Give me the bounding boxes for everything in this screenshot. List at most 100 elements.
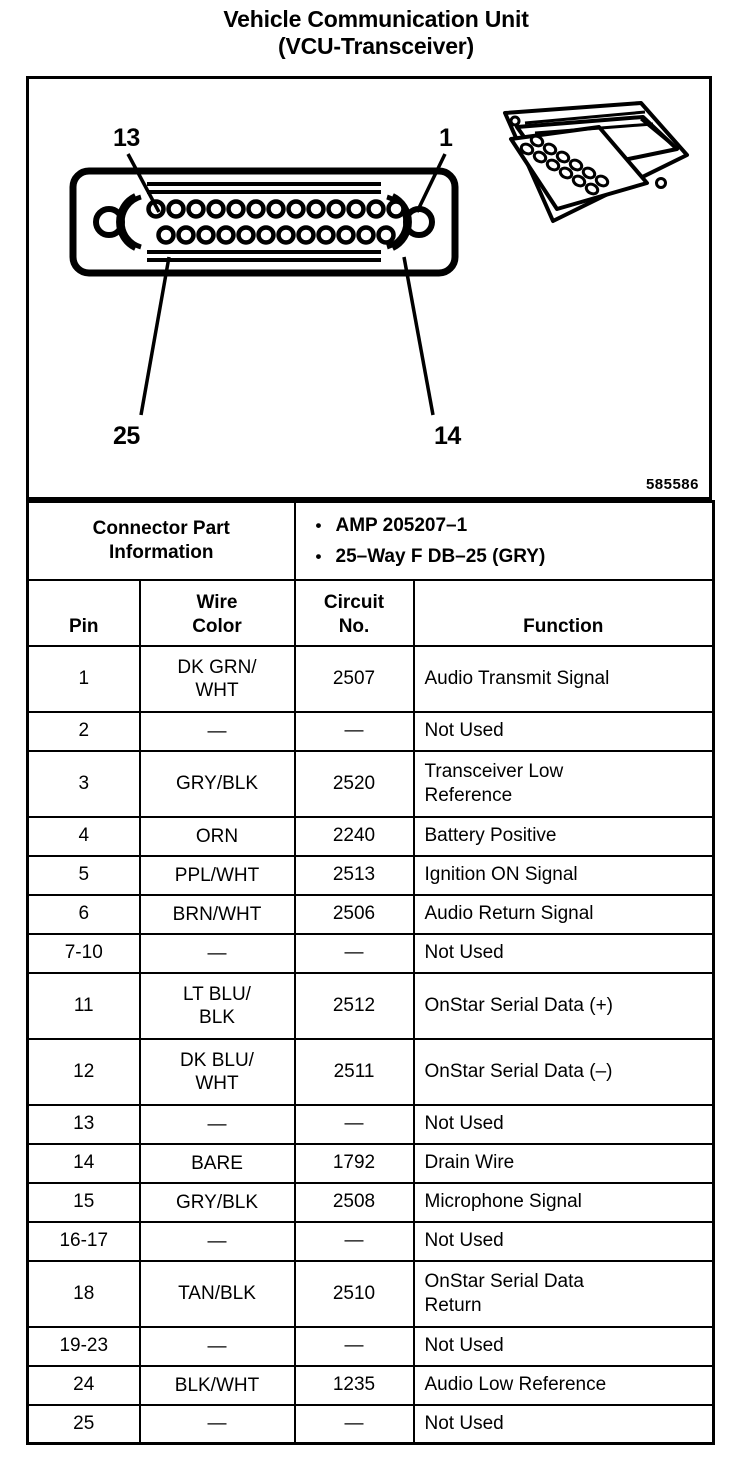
cell-function: Drain Wire — [412, 1142, 715, 1184]
connector-part-information-label: Connector Part Information — [26, 500, 296, 581]
connector-part-bullet-0: AMP 205207–1 — [316, 510, 707, 541]
connector-part-bullet-list: AMP 205207–1 25–Way F DB–25 (GRY) — [314, 510, 707, 572]
cell-function: Battery Positive — [412, 815, 715, 857]
table-row: 16-17——Not Used — [26, 1220, 715, 1262]
cell-circuit-no: 2507 — [293, 644, 415, 713]
cell-pin: 6 — [26, 893, 141, 935]
cell-function: Not Used — [412, 932, 715, 974]
cell-function: OnStar Serial Data (–) — [412, 1037, 715, 1106]
pin-callout-1: 1 — [439, 124, 453, 152]
table-row: 19-23——Not Used — [26, 1325, 715, 1367]
column-header-circuit-no-line-1: Circuit — [323, 591, 385, 613]
cell-circuit-no: 2511 — [293, 1037, 415, 1106]
connector-figure-panel: 13 1 25 14 585586 — [26, 76, 712, 500]
cell-wire-color: GRY/BLK — [138, 749, 296, 818]
cell-pin: 14 — [26, 1142, 141, 1184]
cell-pin: 18 — [26, 1259, 141, 1328]
cell-pin: 13 — [26, 1103, 141, 1145]
column-header-wire-color-line-2: Color — [192, 615, 242, 637]
column-header-circuit-no: Circuit No. — [293, 578, 415, 647]
cell-circuit-no: — — [293, 1103, 415, 1145]
cell-wire-color: DK GRN/WHT — [138, 644, 296, 713]
cell-circuit-no: — — [293, 1220, 415, 1262]
cell-wire-color: DK BLU/WHT — [138, 1037, 296, 1106]
cell-function: Audio Low Reference — [412, 1364, 715, 1406]
cell-pin: 1 — [26, 644, 141, 713]
cell-function: Not Used — [412, 1220, 715, 1262]
cell-function: Microphone Signal — [412, 1181, 715, 1223]
cell-pin: 7-10 — [26, 932, 141, 974]
table-row: 2——Not Used — [26, 710, 715, 752]
cell-circuit-no: — — [293, 1325, 415, 1367]
cell-circuit-no: 1792 — [293, 1142, 415, 1184]
cell-wire-color: BLK/WHT — [138, 1364, 296, 1406]
figure-reference-number: 585586 — [645, 476, 699, 493]
cell-pin: 2 — [26, 710, 141, 752]
db25-front-view-icon — [69, 167, 459, 277]
cell-circuit-no: — — [293, 1403, 415, 1445]
cell-wire-color: — — [138, 1103, 296, 1145]
table-row: 7-10——Not Used — [26, 932, 715, 974]
cell-pin: 24 — [26, 1364, 141, 1406]
page-title: Vehicle Communication Unit (VCU-Transcei… — [0, 0, 752, 60]
cell-circuit-no: 2513 — [293, 854, 415, 896]
cell-circuit-no: 2506 — [293, 893, 415, 935]
cell-wire-color: BRN/WHT — [138, 893, 296, 935]
cell-pin: 11 — [26, 971, 141, 1040]
column-header-pin: Pin — [26, 578, 141, 647]
connector-part-information-row: Connector Part Information AMP 205207–1 … — [26, 500, 715, 581]
page-title-line-1: Vehicle Communication Unit — [223, 6, 529, 32]
cell-circuit-no: 2512 — [293, 971, 415, 1040]
cell-circuit-no: — — [293, 710, 415, 752]
cell-function: Not Used — [412, 1325, 715, 1367]
cell-pin: 5 — [26, 854, 141, 896]
table-row: 13——Not Used — [26, 1103, 715, 1145]
cell-wire-color: ORN — [138, 815, 296, 857]
cell-circuit-no: 2510 — [293, 1259, 415, 1328]
connector-part-bullet-1: 25–Way F DB–25 (GRY) — [316, 541, 707, 572]
cell-function: Not Used — [412, 1103, 715, 1145]
column-header-wire-color-line-1: Wire — [196, 591, 238, 613]
cell-circuit-no: 2520 — [293, 749, 415, 818]
column-header-wire-color: Wire Color — [138, 578, 296, 647]
cell-wire-color: — — [138, 932, 296, 974]
cell-function: Not Used — [412, 710, 715, 752]
cell-function: Audio Transmit Signal — [412, 644, 715, 713]
cell-pin: 15 — [26, 1181, 141, 1223]
pin-callout-14: 14 — [434, 422, 461, 450]
callout-leader-lines — [126, 153, 447, 416]
column-header-circuit-no-line-2: No. — [338, 615, 370, 637]
cell-pin: 25 — [26, 1403, 141, 1445]
cell-pin: 4 — [26, 815, 141, 857]
cell-wire-color: — — [138, 1325, 296, 1367]
cell-wire-color: — — [138, 710, 296, 752]
pin-callout-25: 25 — [113, 422, 140, 450]
pinout-table: Connector Part Information AMP 205207–1 … — [26, 500, 715, 1445]
cell-circuit-no: 2508 — [293, 1181, 415, 1223]
cell-function: Not Used — [412, 1403, 715, 1445]
cell-circuit-no: — — [293, 932, 415, 974]
cell-wire-color: GRY/BLK — [138, 1181, 296, 1223]
column-header-function: Function — [412, 578, 715, 647]
cpi-label-line-1: Connector Part — [92, 517, 230, 539]
cell-wire-color: — — [138, 1220, 296, 1262]
cell-wire-color: — — [138, 1403, 296, 1445]
cell-function: Audio Return Signal — [412, 893, 715, 935]
table-row: 25——Not Used — [26, 1403, 715, 1445]
cell-pin: 16-17 — [26, 1220, 141, 1262]
cell-wire-color: BARE — [138, 1142, 296, 1184]
cell-wire-color: PPL/WHT — [138, 854, 296, 896]
table-header-row: Pin Wire Color Circuit No. Function — [26, 578, 715, 647]
cpi-label-line-2: Information — [109, 541, 214, 563]
